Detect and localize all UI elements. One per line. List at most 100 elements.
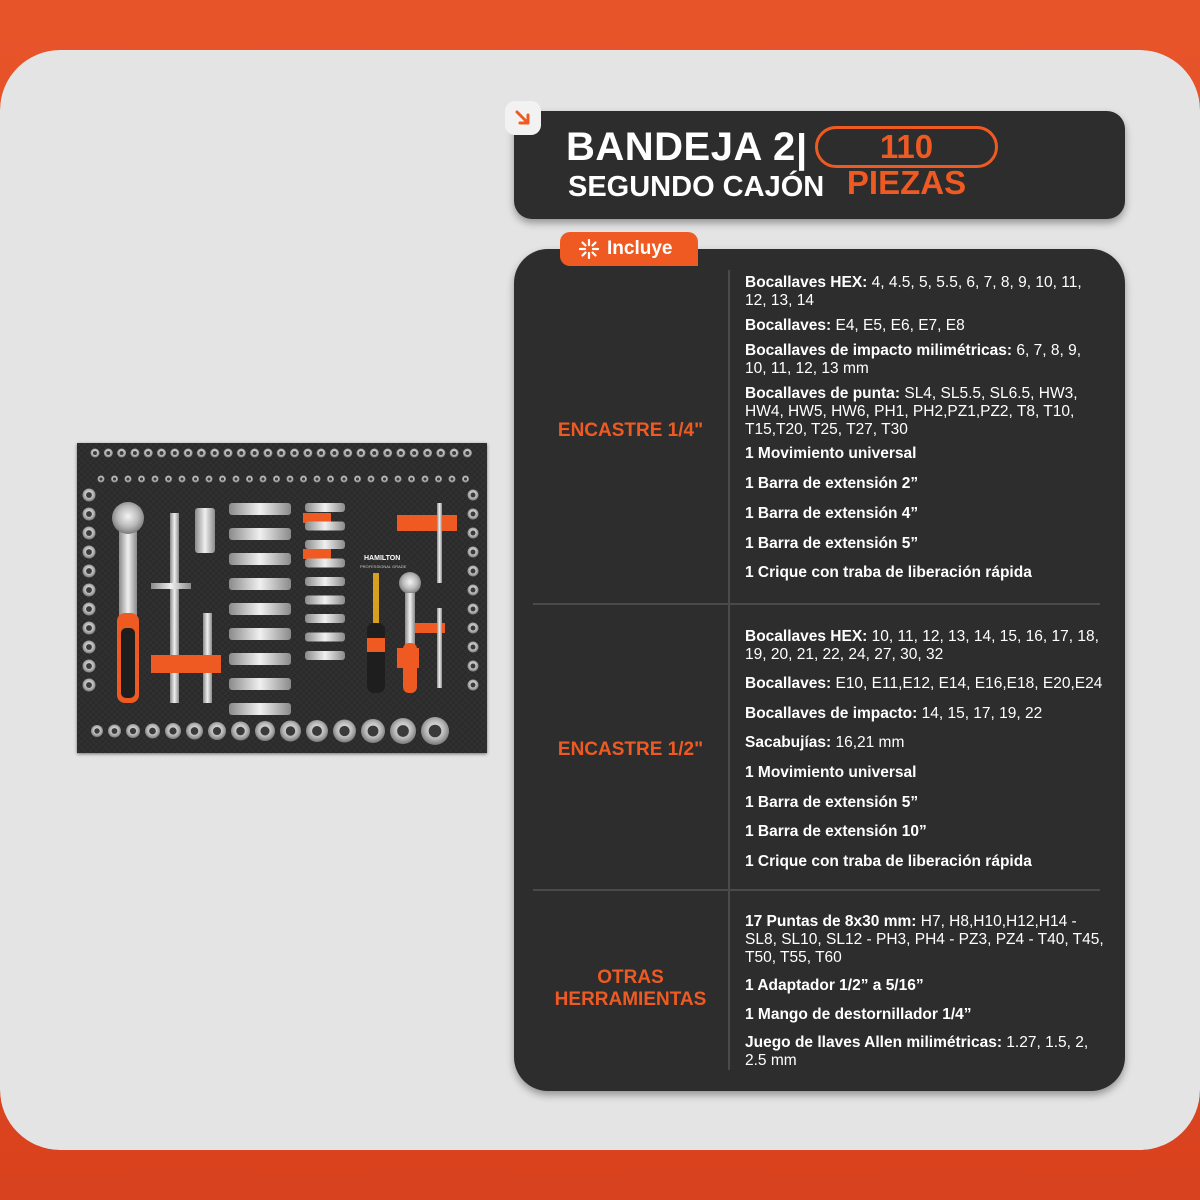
socket-hole — [261, 477, 265, 481]
socket-hole — [265, 450, 270, 456]
short-socket-graphic — [305, 632, 345, 642]
socket-hole — [470, 625, 476, 631]
socket-hole — [180, 477, 184, 481]
section-label-encastre-1-2: ENCASTRE 1/2" — [557, 739, 704, 760]
socket-hole — [397, 725, 409, 737]
socket-hole — [86, 606, 92, 612]
socket-hole — [111, 728, 118, 734]
socket-hole — [436, 477, 441, 481]
list-item: 1 Crique con traba de liberación rápida — [745, 853, 1032, 870]
socket-hole — [252, 450, 257, 456]
tool-tray-image: HAMILTON PROFESSIONAL GRADE — [77, 443, 487, 753]
socket-hole — [212, 726, 222, 736]
socket-hole — [239, 450, 244, 456]
short-socket-graphic — [305, 558, 345, 568]
socket-hole — [126, 477, 130, 481]
sparkle-icon — [578, 238, 600, 260]
socket-hole — [463, 477, 468, 481]
long-socket-graphic — [229, 653, 291, 665]
socket-hole — [207, 477, 211, 481]
svg-text:HAMILTON: HAMILTON — [364, 555, 400, 562]
list-item: Bocallaves de impacto milimétricas: 6, 7… — [745, 342, 1081, 377]
socket-hole — [274, 477, 279, 481]
socket-hole — [285, 726, 296, 736]
list-item: Bocallaves HEX: 10, 11, 12, 13, 14, 15, … — [745, 628, 1099, 663]
socket-hole — [319, 450, 324, 456]
list-item: Bocallaves: E10, E11,E12, E14, E16,E18, … — [745, 675, 1103, 692]
socket-hole — [99, 477, 103, 481]
socket-hole — [369, 477, 373, 481]
includes-badge: Incluye — [560, 232, 698, 266]
socket-hole — [339, 725, 350, 737]
contents-table — [514, 249, 1125, 1091]
list-item: 1 Barra de extensión 10” — [745, 823, 927, 840]
socket-hole — [409, 477, 414, 481]
socket-hole — [86, 511, 92, 517]
socket-hole — [225, 450, 231, 456]
socket-hole — [169, 727, 177, 735]
section-label-otras-herramientas: OTRAS HERRAMIENTAS — [554, 967, 707, 1010]
list-item: Bocallaves de impacto: 14, 15, 17, 19, 2… — [745, 705, 1043, 722]
socket-hole — [332, 450, 337, 456]
socket-hole — [132, 450, 137, 456]
socket-hole — [190, 727, 199, 735]
socket-hole — [470, 606, 476, 612]
socket-hole — [470, 530, 476, 536]
socket-hole — [86, 530, 92, 536]
short-socket-graphic — [305, 577, 345, 586]
list-item: 1 Barra de extensión 2” — [745, 475, 919, 492]
socket-hole — [166, 477, 171, 481]
socket-hole — [385, 450, 390, 456]
socket-hole — [86, 587, 92, 593]
socket-hole — [372, 450, 377, 456]
socket-hole — [465, 450, 470, 456]
page-title: BANDEJA 2 — [566, 125, 796, 169]
list-item: Juego de llaves Allen milimétricas: 1.27… — [745, 1034, 1089, 1069]
socket-hole — [86, 568, 92, 574]
socket-hole — [423, 477, 427, 481]
long-socket-graphic — [229, 703, 291, 715]
socket-hole — [106, 450, 111, 456]
socket-hole — [470, 549, 476, 555]
socket-hole — [470, 587, 476, 593]
socket-hole — [470, 663, 476, 669]
socket-hole — [398, 450, 403, 456]
socket-hole — [425, 450, 430, 456]
socket-hole — [315, 477, 319, 481]
list-item: Bocallaves: E4, E5, E6, E7, E8 — [745, 317, 965, 334]
socket-hole — [234, 477, 238, 481]
pieces-badge: 110 PIEZAS — [815, 126, 998, 201]
socket-hole — [396, 477, 400, 481]
row-divider — [533, 603, 1100, 605]
long-socket-graphic — [229, 603, 291, 615]
header-card — [514, 111, 1125, 219]
socket-hole — [247, 477, 252, 481]
column-divider — [728, 270, 730, 1070]
socket-hole — [159, 450, 164, 456]
short-socket-graphic — [305, 614, 345, 623]
socket-hole — [470, 568, 476, 574]
list-item: 1 Crique con traba de liberación rápida — [745, 564, 1032, 581]
list-item: 1 Mango de destornillador 1/4” — [745, 1006, 972, 1023]
list-item: 1 Movimiento universal — [745, 764, 917, 781]
socket-hole — [199, 450, 204, 456]
socket-hole — [305, 450, 310, 456]
socket-hole — [312, 726, 322, 736]
socket-hole — [112, 477, 117, 481]
long-socket-graphic — [229, 678, 291, 690]
socket-hole — [279, 450, 284, 456]
socket-hole — [193, 477, 198, 481]
long-socket-graphic — [229, 578, 291, 590]
socket-hole — [172, 450, 177, 456]
row-divider — [533, 889, 1100, 891]
socket-hole — [86, 682, 92, 688]
socket-hole — [358, 450, 364, 456]
socket-hole — [452, 450, 457, 456]
title-separator: | — [796, 127, 808, 171]
socket-hole — [149, 727, 156, 735]
socket-hole — [470, 644, 476, 650]
socket-hole — [119, 450, 124, 456]
long-socket-graphic — [229, 553, 291, 565]
socket-hole — [470, 511, 476, 517]
short-socket-graphic — [305, 521, 345, 531]
